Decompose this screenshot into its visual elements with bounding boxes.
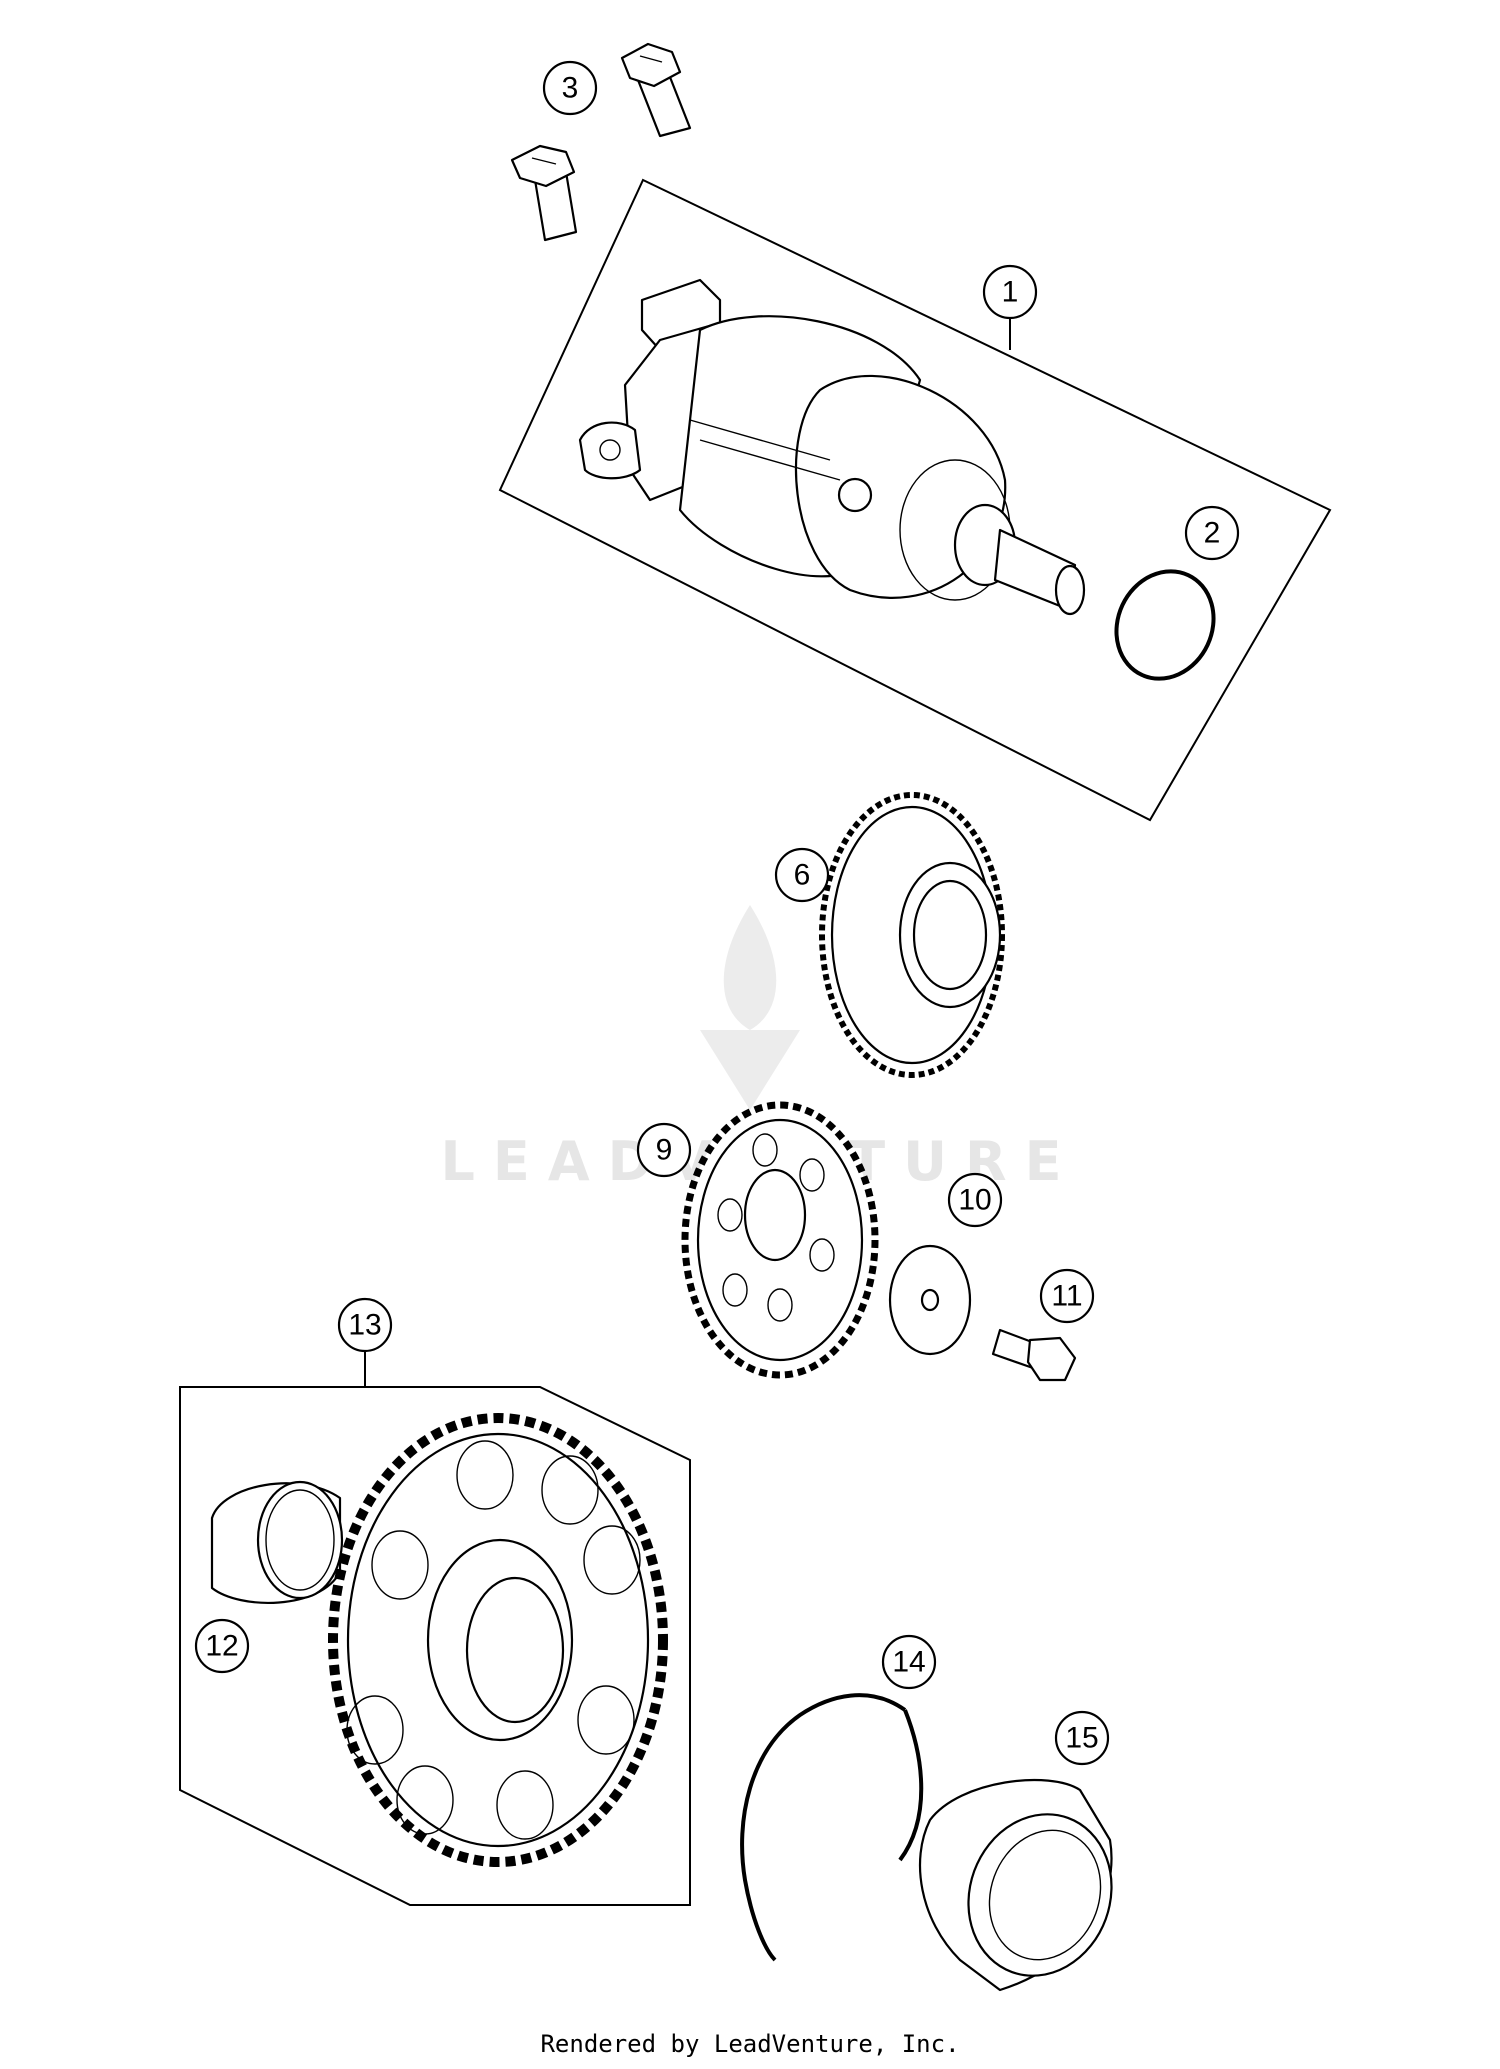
callout-14[interactable]: 14	[881, 1634, 937, 1690]
starter-gear-large[interactable]	[819, 792, 1005, 1078]
callout-3[interactable]: 3	[542, 60, 598, 116]
svg-text:9: 9	[656, 1134, 673, 1167]
watermark-flame-icon	[723, 905, 777, 1030]
starter-motor[interactable]	[578, 278, 1086, 616]
svg-text:6: 6	[794, 859, 811, 892]
footer-credit: Rendered by LeadVenture, Inc.	[540, 2030, 960, 2058]
bearing-sleeve[interactable]	[210, 1480, 344, 1604]
bolt-lower[interactable]	[510, 144, 578, 242]
seal-bearing[interactable]	[918, 1778, 1134, 1996]
callout-9[interactable]: 9	[636, 1122, 692, 1178]
svg-text:2: 2	[1204, 517, 1221, 550]
svg-text:14: 14	[892, 1646, 925, 1679]
starter-motor-frame	[498, 178, 1332, 822]
freewheel-gear[interactable]	[328, 1413, 668, 1867]
svg-text:11: 11	[1051, 1280, 1082, 1313]
washer[interactable]	[888, 1244, 972, 1356]
watermark-v-icon	[700, 1030, 800, 1110]
svg-text:15: 15	[1065, 1722, 1098, 1755]
svg-text:1: 1	[1002, 276, 1019, 309]
callout-2[interactable]: 2	[1184, 505, 1240, 561]
svg-text:10: 10	[958, 1184, 991, 1217]
svg-text:12: 12	[205, 1630, 238, 1663]
callout-12[interactable]: 12	[194, 1618, 250, 1674]
svg-text:13: 13	[348, 1309, 381, 1342]
small-bolt[interactable]	[991, 1328, 1077, 1382]
callout-13[interactable]: 13	[337, 1297, 393, 1353]
bolt-upper[interactable]	[620, 42, 692, 138]
freewheel-frame	[179, 1386, 691, 1906]
o-ring[interactable]	[1099, 555, 1231, 694]
intermediate-gear[interactable]	[681, 1101, 879, 1379]
svg-text:3: 3	[562, 72, 579, 105]
callout-11[interactable]: 11	[1039, 1268, 1095, 1324]
callout-10[interactable]: 10	[947, 1172, 1003, 1228]
callout-15[interactable]: 15	[1054, 1710, 1110, 1766]
callout-6[interactable]: 6	[774, 847, 830, 903]
circlip[interactable]	[740, 1693, 924, 1962]
callout-1[interactable]: 1	[982, 264, 1038, 320]
